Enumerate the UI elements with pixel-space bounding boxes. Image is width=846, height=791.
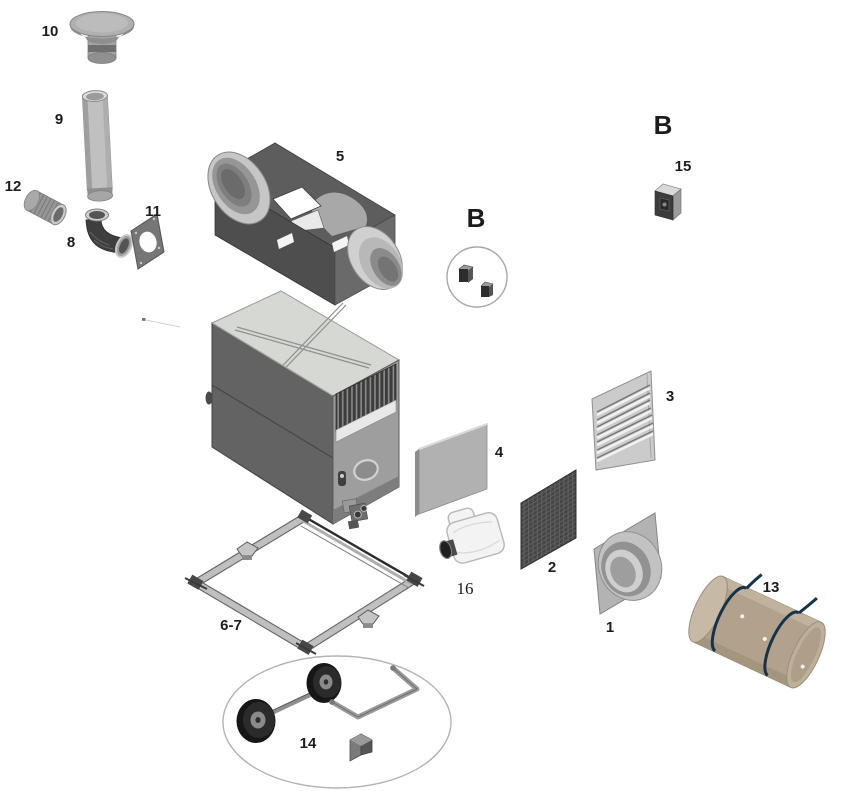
part-15-thermostat-box	[654, 183, 682, 221]
label-part-9: 9	[55, 111, 63, 128]
label-part-12: 12	[5, 178, 22, 195]
part-3-louver-grille	[591, 370, 656, 471]
frame-bracket-2	[357, 609, 380, 628]
label-part-10: 10	[42, 23, 59, 40]
part-5-duct-box	[207, 142, 404, 306]
support-bracket	[349, 733, 373, 762]
label-part-14: 14	[300, 735, 317, 752]
part-1-flange-plate	[593, 512, 663, 615]
label-part-8: 8	[67, 234, 75, 251]
handle-bar	[329, 665, 420, 720]
label-part-4: 4	[495, 444, 504, 461]
label-detail-b-right: B	[654, 110, 673, 140]
leader-mark	[142, 318, 181, 328]
fan-outlet-hole	[353, 459, 379, 481]
frame-angle-bar	[304, 515, 415, 582]
part-12-coupling	[23, 189, 67, 226]
label-part-5: 5	[336, 148, 344, 165]
part-16-fuel-tank	[439, 507, 505, 564]
part-4-side-panel	[415, 423, 488, 517]
louver-slats	[596, 384, 654, 463]
label-part-3: 3	[666, 388, 674, 405]
detail-ellipse	[222, 655, 452, 789]
label-part-1: 1	[606, 619, 614, 636]
drum-straps	[710, 573, 818, 677]
detail-b-fasteners	[446, 246, 508, 308]
part-6-7-base-frame	[184, 509, 425, 655]
fastener-plug-2	[480, 281, 494, 297]
label-part-16: 16	[457, 579, 474, 598]
wheel-right	[306, 663, 342, 703]
part-13-drum	[688, 573, 826, 689]
part-8-elbow	[85, 208, 133, 258]
burner-pump-assembly	[341, 498, 369, 530]
frame-bracket-1	[236, 541, 259, 560]
part-labels: 10 9 12 8 11 5 B B 15 3 4 2 16 1 13 6-7 …	[5, 23, 780, 752]
label-part-6-7: 6-7	[220, 617, 242, 634]
part-11-wall-plate	[130, 213, 165, 270]
label-detail-b-left: B	[467, 203, 486, 233]
label-part-11: 11	[145, 203, 161, 220]
duct-collar-left	[207, 151, 271, 225]
part-2-mesh-filter	[520, 469, 577, 570]
label-part-13: 13	[763, 579, 780, 596]
part-14-wheel-kit	[222, 655, 452, 789]
part-9-flue-pipe	[81, 90, 114, 202]
label-part-15: 15	[675, 158, 692, 175]
latch	[338, 471, 346, 486]
fastener-plug-1	[458, 264, 474, 283]
part-10-rain-cap	[69, 11, 135, 64]
label-part-2: 2	[548, 559, 556, 576]
frame-corner-caps	[184, 509, 425, 655]
wheel-left	[236, 699, 276, 743]
main-unit-heater-body	[205, 290, 401, 530]
duct-collar-right	[347, 226, 404, 290]
